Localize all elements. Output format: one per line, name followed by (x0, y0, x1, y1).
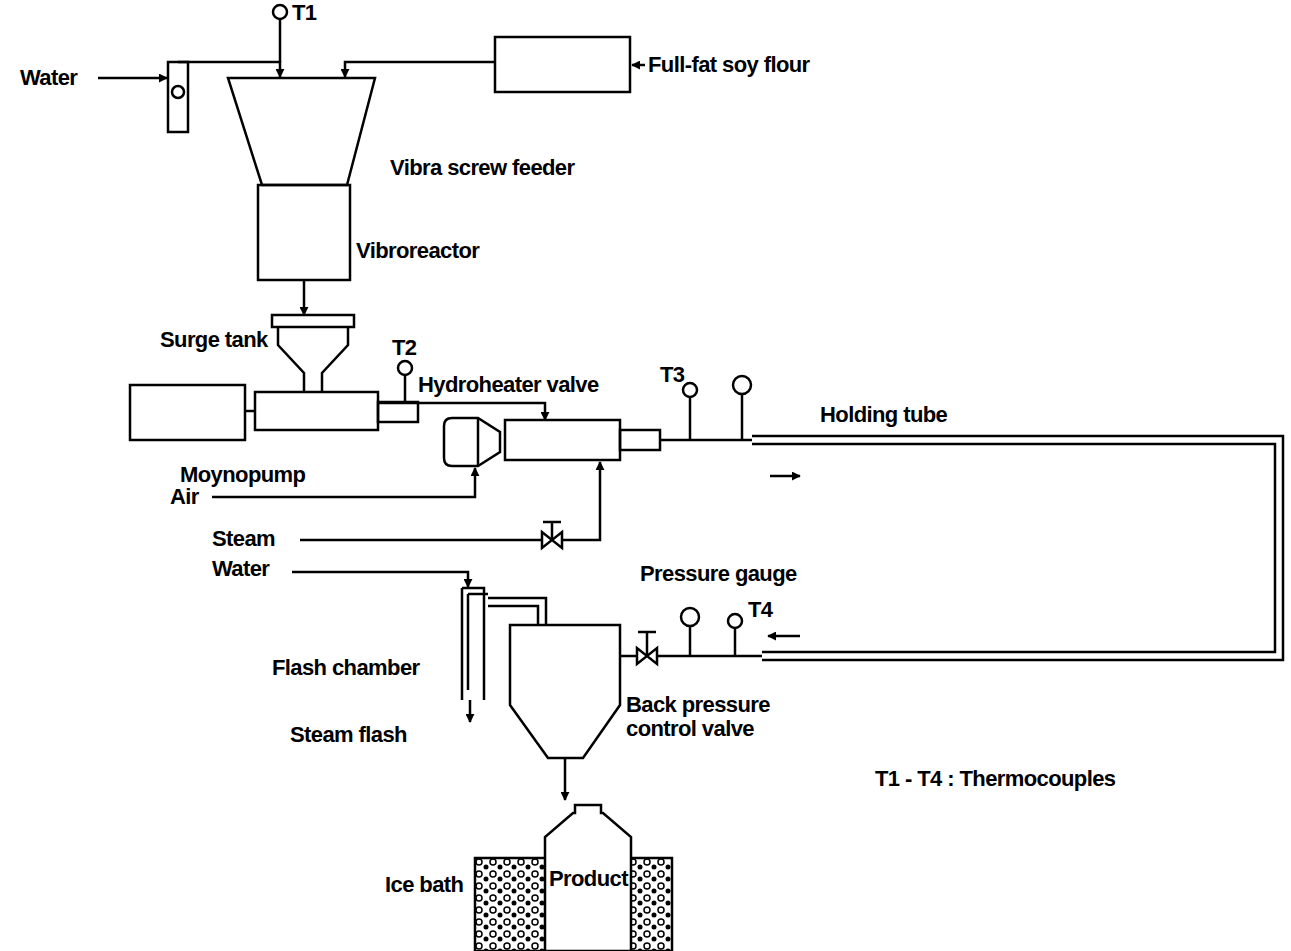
node-label: Moynopump (180, 462, 305, 488)
pump-body-outline (255, 392, 378, 430)
thermocouple-stem (734, 629, 737, 656)
heater-outlet-line (660, 439, 752, 442)
input-label: Full-fat soy flour (648, 52, 810, 78)
water-line (98, 77, 167, 80)
thermocouple-label: T1 (292, 0, 316, 26)
node-label: Vibroreactor (356, 238, 479, 264)
vapour-pipe (488, 606, 538, 625)
tube-outlet-line (657, 655, 762, 658)
pressure-gauge (681, 608, 699, 626)
flash-chamber: Flash chamber (458, 588, 488, 700)
flow-arrow (770, 475, 800, 478)
pump-motor (130, 385, 245, 440)
node-label: Ice bath (385, 872, 463, 898)
node-label: Product (549, 866, 628, 892)
node-label: Surge tank (160, 327, 268, 353)
output-label: Steam flash (290, 722, 407, 748)
vapour-pipe (488, 598, 546, 625)
flour-feed-line (345, 62, 495, 77)
surge-tank: Surge tank (272, 315, 354, 392)
input-label: Air (170, 484, 199, 510)
feeder-hopper-outline (228, 78, 375, 185)
cyclone-separator (510, 625, 620, 758)
part-label: Pressure gauge (640, 561, 797, 587)
valve-actuator (444, 418, 500, 466)
steam-line (300, 539, 542, 542)
input-label: Water (212, 556, 269, 582)
gauge-stem (689, 626, 692, 656)
cyclone-inlet (620, 655, 637, 658)
thermocouple-head (728, 614, 742, 628)
part-label: Back pressure control valve (626, 693, 816, 741)
valve-actuator (477, 418, 480, 466)
rotameter (168, 62, 188, 132)
note-label: T1 - T4 : Thermocouples (875, 766, 1115, 792)
heater-body-outline (505, 420, 620, 460)
thermocouple-head (398, 361, 412, 375)
node-label: Hydroheater valve (418, 372, 599, 398)
steam-flash-arrow (469, 700, 472, 722)
pressure-gauge (733, 376, 751, 394)
pump-shaft (245, 410, 255, 413)
ice-bath: Ice bathProduct (475, 858, 672, 951)
gauge-stem (741, 395, 744, 440)
surge-tank-outline (272, 315, 354, 392)
thermocouple-stem (689, 398, 692, 440)
thermocouple-label: T3 (660, 362, 684, 388)
input-label: Water (20, 65, 77, 91)
part-label: Holding tube (820, 402, 947, 428)
flour-feeder-box (495, 37, 630, 92)
thermocouple-stem (404, 376, 407, 402)
thermocouple-label: T2 (392, 335, 416, 361)
steam-line (562, 462, 600, 540)
reactor-box: Vibroreactor (258, 185, 350, 280)
heater-body: Hydroheater valve (505, 420, 620, 460)
thermocouple-stem (279, 20, 282, 62)
water-line (292, 572, 468, 587)
flow-connector (378, 403, 545, 420)
steam-valve-stem (551, 522, 554, 540)
thermocouple-head (683, 383, 697, 397)
thermocouple-label: T4 (748, 597, 772, 623)
valve-handle (638, 631, 656, 634)
holding-tube (752, 436, 1283, 660)
node-label: Flash chamber (272, 655, 419, 681)
steam-valve-handle (543, 521, 561, 524)
feeder-hopper: Vibra screw feeder (228, 78, 375, 185)
product-bottle: Product (545, 805, 631, 951)
water-feed-line (178, 62, 280, 77)
holding-tube (752, 444, 1275, 652)
thermocouple-head (273, 5, 287, 19)
product-outlet-arrow (564, 758, 567, 800)
flash-chamber-outline (458, 588, 488, 700)
heater-outlet (620, 430, 660, 450)
flour-in-arrow (632, 64, 645, 67)
node-label: Vibra screw feeder (390, 155, 574, 181)
pump-outlet (378, 402, 418, 422)
rotameter-float (172, 86, 184, 98)
pump-body: Moynopump (255, 392, 378, 430)
flow-arrow (768, 635, 800, 638)
reactor-box-outline (258, 185, 350, 280)
input-label: Steam (212, 526, 275, 552)
flow-connector (303, 280, 306, 315)
valve-stem (646, 632, 649, 656)
